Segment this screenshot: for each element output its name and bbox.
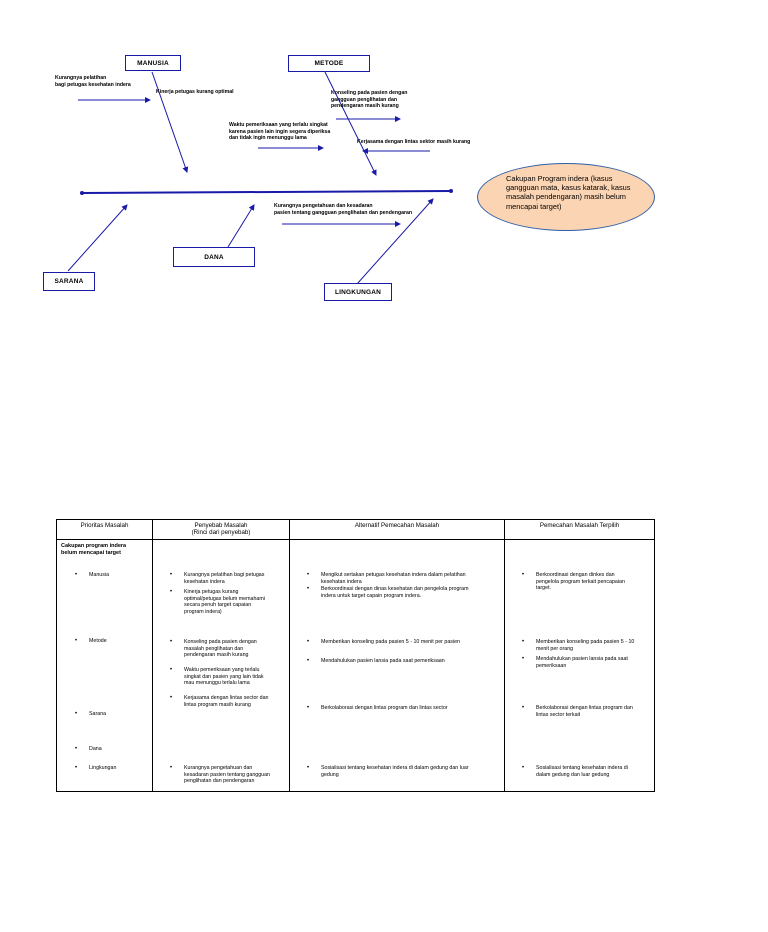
list-item: •Mengikut sertakan petugas kesehatan ind…: [307, 571, 466, 585]
header-alternatif: Alternatif Pemecahan Masalah: [289, 519, 505, 540]
cell-alternatif: •Mengikut sertakan petugas kesehatan ind…: [289, 538, 505, 792]
bone-manusia: [151, 71, 189, 173]
list-item: •Kurangnya pengetahuan dan kesadaran pas…: [170, 764, 270, 785]
cell-prioritas: Cakupan program indera belum mencapai ta…: [56, 538, 153, 792]
header-penyebab: Penyebab Masalah (Rinci dari penyebab): [152, 519, 290, 540]
list-item: •Sosialisasi tentang kesehatan indera di…: [307, 764, 469, 778]
bone-sarana: [67, 204, 128, 272]
list-item: •Konseling pada pasien dengan masalah pe…: [170, 638, 257, 659]
list-item: •Kurangnya pelatihan bagi petugas keseha…: [170, 571, 265, 585]
list-item: •Kerjasama dengan lintas sector dan lint…: [170, 694, 269, 708]
spine-start-dot: [80, 191, 84, 195]
list-item: •Berkoordinasi dengan dinkes dan pengelo…: [522, 571, 625, 592]
category-dana: DANA: [173, 247, 255, 267]
category-metode: METODE: [288, 55, 370, 72]
bone-dana: [227, 204, 255, 248]
list-item: •Dana: [75, 745, 102, 752]
cause-manusia-2: Kinerja petugas kurang optimal: [156, 89, 234, 95]
cause-manusia-1: Kurangnya pelatihan bagi petugas kesehat…: [55, 75, 131, 88]
list-item: •Berkolaborasi dengan lintas program dan…: [307, 704, 448, 711]
cause-metode-2: Waktu pemeriksaan yang terlalu singkat k…: [229, 122, 331, 142]
effect-ellipse: Cakupan Program indera (kasus gangguan m…: [477, 163, 655, 231]
list-item: •Mendahulukan pasien lansia pada saat pe…: [522, 655, 628, 669]
list-item: •Sosialisasi tentang kesehatan indera di…: [522, 764, 628, 778]
category-lingkungan: LINGKUNGAN: [324, 283, 392, 301]
cell-terpilih: •Berkoordinasi dengan dinkes dan pengelo…: [504, 538, 655, 792]
bone-lingkungan: [356, 198, 434, 285]
category-sarana: SARANA: [43, 272, 95, 291]
list-item: •Memberikan konseling pada pasien 5 - 10…: [522, 638, 635, 652]
header-prioritas: Prioritas Masalah: [56, 519, 153, 540]
bone-metode: [324, 71, 377, 176]
list-item: •Kinerja petugas kurang optimal/petugas …: [170, 588, 265, 616]
table-header-row: Prioritas Masalah Penyebab Masalah (Rinc…: [56, 519, 655, 540]
list-item: •Lingkungan: [75, 764, 117, 771]
solution-table: Prioritas Masalah Penyebab Masalah (Rinc…: [56, 519, 655, 792]
fishbone-diagram: MANUSIA METODE SARANA DANA LINGKUNGAN Ku…: [0, 0, 768, 320]
list-item: •Sarana: [75, 710, 107, 717]
cause-lingkungan-1: Kurangnya pengetahuan dan kesadaran pasi…: [274, 203, 413, 216]
cell-penyebab: •Kurangnya pelatihan bagi petugas keseha…: [152, 538, 290, 792]
spine-line: [81, 190, 452, 194]
list-item: •Memberikan konseling pada pasien 5 - 10…: [307, 638, 460, 645]
spine-end-dot: [449, 189, 453, 193]
category-manusia: MANUSIA: [125, 55, 181, 71]
cause-metode-1: Konseling pada pasien dengan gangguan pe…: [331, 90, 408, 110]
list-item: •Manusia: [75, 571, 110, 578]
table-row: Cakupan program indera belum mencapai ta…: [56, 538, 655, 792]
fishbone-lines: [67, 71, 453, 285]
list-item: •Mendahulukan pasien lansia pada saat pe…: [307, 657, 445, 664]
list-item: •Berkolaborasi dengan lintas program dan…: [522, 704, 633, 718]
cause-metode-3: Kerjasama dengan lintas sektor masih kur…: [357, 139, 471, 145]
list-item: •Metode: [75, 637, 107, 644]
list-item: •Berkoordinasi dengan dinas kesehatan da…: [307, 585, 469, 599]
header-terpilih: Pemecahan Masalah Terpilih: [504, 519, 655, 540]
priority-problem: Cakupan program indera belum mencapai ta…: [61, 542, 127, 556]
list-item: •Waktu pemeriksaan yang terlalu singkat …: [170, 666, 264, 687]
